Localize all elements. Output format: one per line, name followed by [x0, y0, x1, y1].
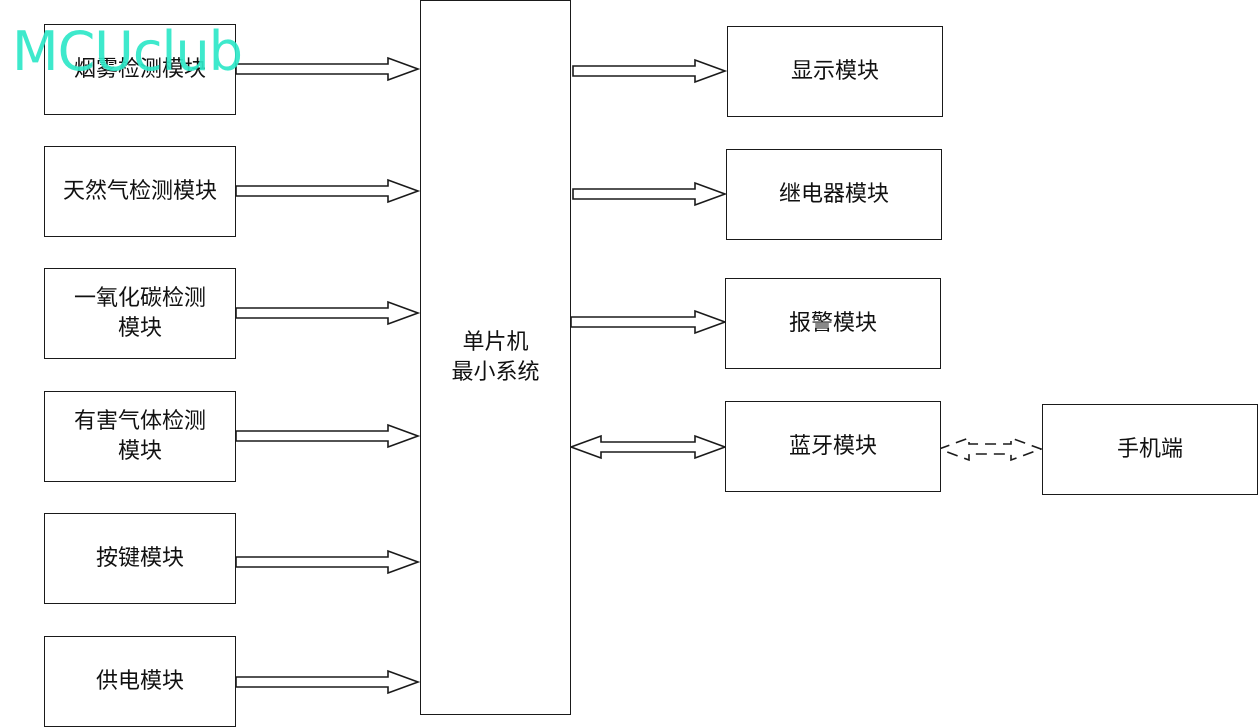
- external-label: 手机端: [1116, 436, 1183, 462]
- mcu-label-line2: 最小系统: [451, 359, 540, 385]
- input-block-harmful-gas: 有害气体检测 模块: [44, 391, 236, 482]
- input-label: 一氧化碳检测: [73, 285, 206, 311]
- input-block-power-supply: 供电模块: [44, 636, 236, 727]
- arrow-harmful-gas-to-mcu: [235, 423, 421, 449]
- arrow-mcu-to-display: [572, 58, 728, 84]
- arrow-mcu-to-alarm: [570, 309, 728, 335]
- arrow-mcu-bluetooth-bidirectional: [568, 434, 728, 460]
- arrow-carbon-monoxide-to-mcu: [235, 300, 421, 326]
- arrow-power-to-mcu: [235, 669, 421, 695]
- arrow-natural-gas-to-mcu: [235, 178, 421, 204]
- output-block-alarm: 报警模块: [725, 278, 941, 369]
- input-label-line2: 模块: [117, 438, 162, 464]
- output-block-bluetooth: 蓝牙模块: [725, 401, 941, 492]
- input-block-natural-gas: 天然气检测模块: [44, 146, 236, 237]
- arrow-smoke-to-mcu: [235, 56, 421, 82]
- external-block-phone: 手机端: [1042, 404, 1258, 495]
- input-block-smoke: 烟雾检测模块: [44, 24, 236, 115]
- mcu-minimum-system-block: 单片机 最小系统: [420, 0, 571, 715]
- arrow-mcu-to-relay: [572, 181, 728, 207]
- mcu-label-line1: 单片机: [462, 329, 529, 355]
- output-label: 继电器模块: [778, 181, 889, 207]
- input-label-line2: 模块: [117, 315, 162, 341]
- output-label: 显示模块: [790, 58, 879, 84]
- input-block-carbon-monoxide: 一氧化碳检测 模块: [44, 268, 236, 359]
- input-label: 有害气体检测: [73, 408, 206, 434]
- input-label: 天然气检测模块: [62, 178, 217, 204]
- input-label: 按键模块: [95, 545, 184, 571]
- input-label: 烟雾检测模块: [73, 56, 206, 82]
- output-block-display: 显示模块: [727, 26, 943, 117]
- arrow-keypad-to-mcu: [235, 549, 421, 575]
- output-label: 报警模块: [788, 310, 877, 336]
- output-label: 蓝牙模块: [788, 433, 877, 459]
- input-label: 供电模块: [95, 668, 184, 694]
- input-block-keypad: 按键模块: [44, 513, 236, 604]
- arrow-bluetooth-phone-wireless: [936, 436, 1044, 462]
- output-block-relay: 继电器模块: [726, 149, 942, 240]
